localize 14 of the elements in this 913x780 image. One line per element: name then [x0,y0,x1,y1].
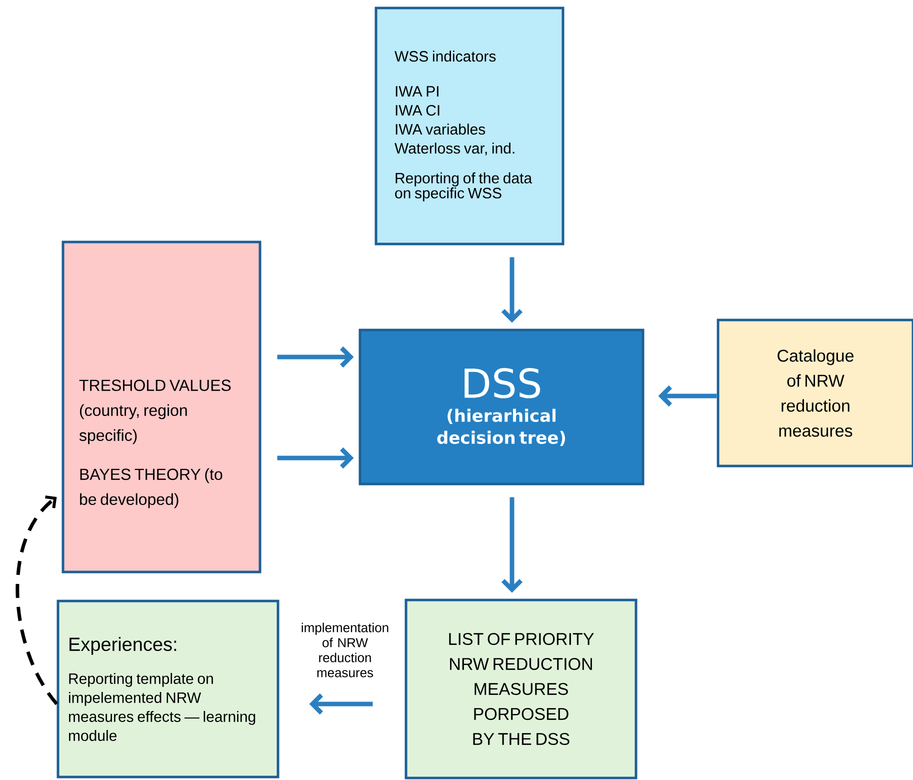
arrow [658,385,717,407]
arrow [501,497,523,593]
arrow [501,257,523,323]
indicator-box: WSS indicators IWA PI IWA CI IWA variables Waterloss var, ind. Reporting of the data on specific WSS [374,6,564,246]
dss-box: DSS (hierarhical decision tree) [358,328,644,486]
arrow [309,693,373,715]
priority-list-box: LIST OF PRIORITY NRW REDUCTION MEASURES PORPOSED BY THE DSS [404,598,638,780]
arrow [277,346,354,368]
input-box: TRESHOLD VALUES (country, region specific) BAYES THEORY (to be developed) [62,240,262,574]
dashed-arrow [16,495,58,706]
edge-label: implementation of NRW reduction measures [294,622,396,678]
experiences-box: Experiences: Reporting template on impelemented NRW measures effects — learning module [56,600,280,778]
arrow [277,447,354,469]
catalogue-box: Catalogue of NRW reduction measures [716,318,913,468]
